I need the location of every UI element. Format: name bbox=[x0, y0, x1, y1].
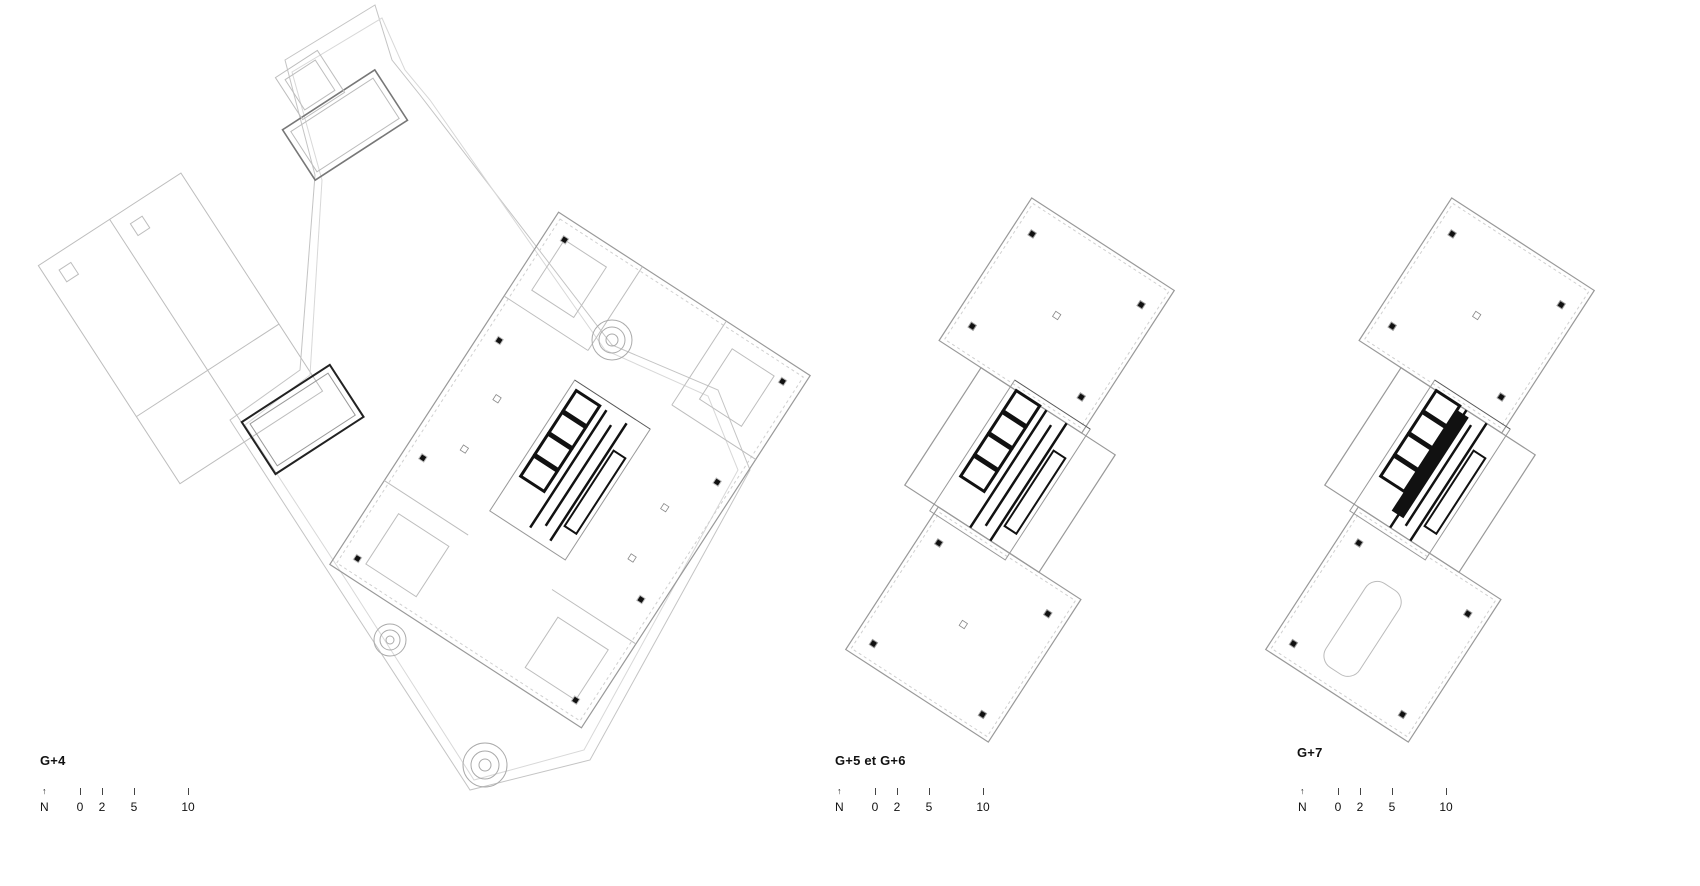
north-label: N bbox=[1298, 800, 1307, 814]
scale-bar-g56: ↑ N 0 2 5 10 bbox=[835, 786, 997, 816]
scale-tick-label: 0 bbox=[76, 800, 84, 814]
plan-label-g4: G+4 bbox=[40, 753, 66, 768]
plan-label-g7: G+7 bbox=[1297, 745, 1323, 760]
pool-lower bbox=[240, 363, 365, 476]
scale-tick-label: 5 bbox=[130, 800, 138, 814]
plan-g7 bbox=[1264, 197, 1596, 743]
tree-icon bbox=[462, 742, 508, 788]
scale-tick-label: 10 bbox=[1439, 800, 1453, 814]
north-arrow-icon: ↑ bbox=[42, 786, 47, 796]
plan-g4 bbox=[37, 4, 812, 791]
scale-tick-label: 2 bbox=[893, 800, 901, 814]
scale-bar-g7: ↑ N 0 2 5 10 bbox=[1298, 786, 1460, 816]
pool-upper bbox=[281, 68, 409, 182]
scale-tick-label: 10 bbox=[976, 800, 990, 814]
neighbour-building-left bbox=[37, 172, 324, 485]
scale-bar-g4: ↑ N 0 2 5 10 bbox=[40, 786, 202, 816]
scale-tick-label: 0 bbox=[1334, 800, 1342, 814]
small-kiosk bbox=[274, 49, 346, 121]
north-arrow-icon: ↑ bbox=[837, 786, 842, 796]
plan-g56 bbox=[844, 197, 1176, 743]
tree-icon bbox=[373, 623, 407, 657]
scale-tick-label: 2 bbox=[1356, 800, 1364, 814]
north-label: N bbox=[40, 800, 49, 814]
scale-tick-label: 10 bbox=[181, 800, 195, 814]
scale-tick-label: 5 bbox=[1388, 800, 1396, 814]
scale-tick-label: 2 bbox=[98, 800, 106, 814]
north-label: N bbox=[835, 800, 844, 814]
scale-tick-label: 5 bbox=[925, 800, 933, 814]
terrace-outline bbox=[229, 4, 751, 791]
north-arrow-icon: ↑ bbox=[1300, 786, 1305, 796]
plan-label-g56: G+5 et G+6 bbox=[835, 753, 906, 768]
floor-g4 bbox=[328, 211, 812, 729]
scale-tick-label: 0 bbox=[871, 800, 879, 814]
tree-icon bbox=[591, 319, 633, 361]
